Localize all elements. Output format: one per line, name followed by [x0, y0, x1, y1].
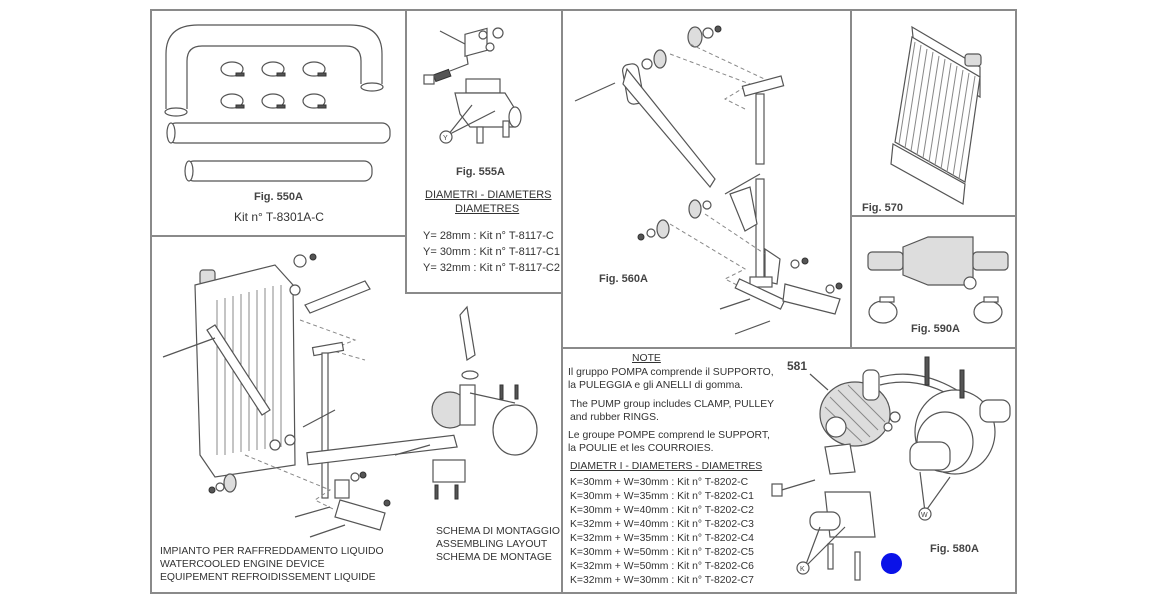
fig-560a-label: Fig. 560A	[599, 273, 648, 285]
straight-hose	[185, 160, 373, 182]
diameters-heading: DIAMETR I - DIAMETERS - DIAMETRES	[570, 461, 763, 472]
assembly-title-fr: EQUIPEMENT REFROIDISSEMENT LIQUIDE	[160, 572, 376, 583]
hose-clamps	[220, 61, 327, 109]
callout-w: W	[921, 512, 928, 519]
fig-550a-label: Fig. 550A	[254, 191, 303, 203]
layout-title-fr: SCHEMA DE MONTAGE	[436, 552, 552, 563]
part-number-581: 581	[787, 359, 808, 373]
kit-line: K=30mm + W=50mm : Kit n° T-8202-C5	[570, 547, 754, 558]
fig-555a-label: Fig. 555A	[456, 166, 505, 178]
kit-line: K=32mm + W=50mm : Kit n° T-8202-C6	[570, 561, 754, 572]
callout-k: K	[800, 566, 805, 573]
inline-filter-illustration	[867, 236, 1009, 324]
radiator-fins	[216, 285, 282, 455]
kit-line: Y= 32mm : Kit n° T-8117-C2	[423, 262, 560, 274]
support-rod-illustration	[574, 25, 843, 335]
hose-kit-illustration	[164, 24, 391, 182]
radiator-illustration	[890, 25, 982, 205]
pump-ribs	[824, 384, 886, 443]
assembly-title-it: IMPIANTO PER RAFFREDDAMENTO LIQUIDO	[160, 546, 384, 557]
assembly-title-en: WATERCOOLED ENGINE DEVICE	[160, 559, 325, 570]
u-hose	[165, 24, 383, 109]
straight-hose	[167, 122, 391, 144]
divider	[405, 292, 563, 294]
cooling-assembly-illustration	[162, 253, 538, 538]
divider	[850, 9, 852, 348]
layout-title-en: ASSEMBLING LAYOUT	[436, 539, 548, 550]
note-it-line: la PULEGGIA e gli ANELLI di gomma.	[568, 380, 743, 391]
layout-title-it: SCHEMA DI MONTAGGIO	[436, 526, 560, 537]
note-fr-line: la POULIE et les COURROIES.	[568, 443, 714, 454]
kit-line: K=30mm + W=35mm : Kit n° T-8202-C1	[570, 491, 754, 502]
divider	[850, 215, 1017, 217]
kit-line: K=32mm + W=30mm : Kit n° T-8202-C7	[570, 575, 754, 586]
radiator-fins	[898, 41, 976, 180]
diameters-heading-fr: DIAMETRES	[455, 203, 520, 215]
diameters-heading: DIAMETRI - DIAMETERS	[425, 189, 552, 201]
kit-line: Y= 30mm : Kit n° T-8117-C1	[423, 246, 560, 258]
divider	[405, 9, 407, 294]
kit-line: Y= 28mm : Kit n° T-8117-C	[423, 230, 554, 242]
callout-y: Y	[443, 135, 448, 142]
divider	[150, 235, 406, 237]
kit-line: K=32mm + W=40mm : Kit n° T-8202-C3	[570, 519, 754, 530]
marker-dot	[881, 553, 902, 574]
fig-570-label: Fig. 570	[862, 202, 903, 214]
divider	[561, 9, 563, 594]
note-en-line: The PUMP group includes CLAMP, PULLEY	[570, 399, 775, 410]
fig-590a-label: Fig. 590A	[911, 323, 960, 335]
fig-550a-kit: Kit n° T-8301A-C	[234, 210, 324, 224]
note-heading: NOTE	[632, 353, 661, 364]
bracket-clamp-illustration: Y	[423, 27, 522, 144]
fig-580a-label: Fig. 580A	[930, 543, 979, 555]
divider	[561, 347, 1017, 349]
kit-line: K=30mm + W=30mm : Kit n° T-8202-C	[570, 477, 749, 488]
kit-line: K=30mm + W=40mm : Kit n° T-8202-C2	[570, 505, 754, 516]
note-en-line: and rubber RINGS.	[570, 412, 659, 423]
water-pump-illustration: K W	[771, 356, 1011, 581]
parts-sheet	[150, 9, 1017, 594]
kit-line: K=32mm + W=35mm : Kit n° T-8202-C4	[570, 533, 754, 544]
note-it-line: Il gruppo POMPA comprende il SUPPORTO,	[568, 367, 774, 378]
note-fr-line: Le groupe POMPE comprend le SUPPORT,	[568, 430, 770, 441]
